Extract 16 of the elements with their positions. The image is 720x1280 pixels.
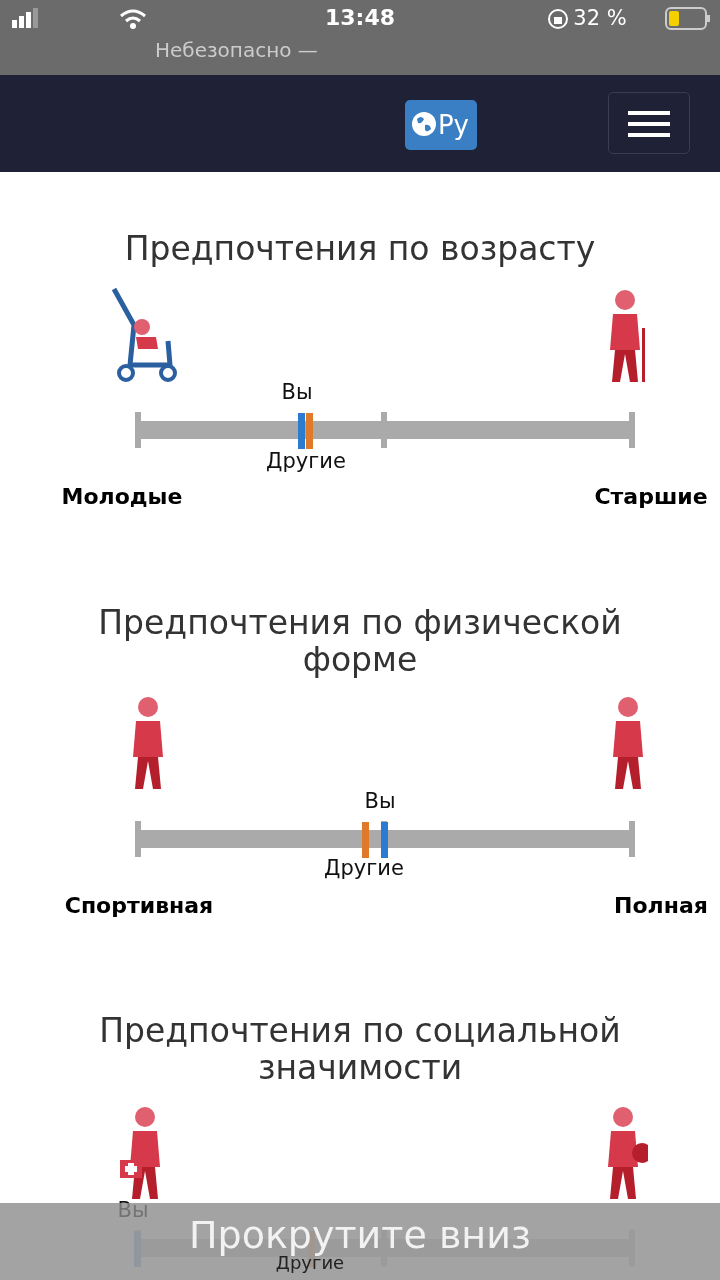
slider-max-label: Полная	[614, 893, 708, 918]
section-heading: Предпочтения по социальной значимости	[98, 1012, 622, 1086]
you-marker-label: Вы	[281, 380, 313, 404]
section-heading: Предпочтения по возрасту	[123, 230, 597, 267]
address-bar-text: Небезопасно —	[155, 38, 318, 62]
you-marker-label: Вы	[117, 1198, 149, 1222]
battery-percent-text: 32 %	[573, 6, 627, 30]
scroll-down-text: Прокрутите вниз	[188, 1213, 532, 1257]
others-marker-label: Другие	[266, 449, 346, 473]
slider-min-label: Молодые	[61, 484, 183, 509]
others-marker-label: Другие	[324, 856, 404, 880]
you-marker-label: Вы	[364, 789, 396, 813]
slider-max-label: Старшие	[594, 484, 708, 509]
slider-min-label: Спортивная	[64, 893, 214, 918]
clock-text: 13:48	[325, 5, 395, 30]
section-heading: Предпочтения по физической форме	[97, 604, 623, 678]
